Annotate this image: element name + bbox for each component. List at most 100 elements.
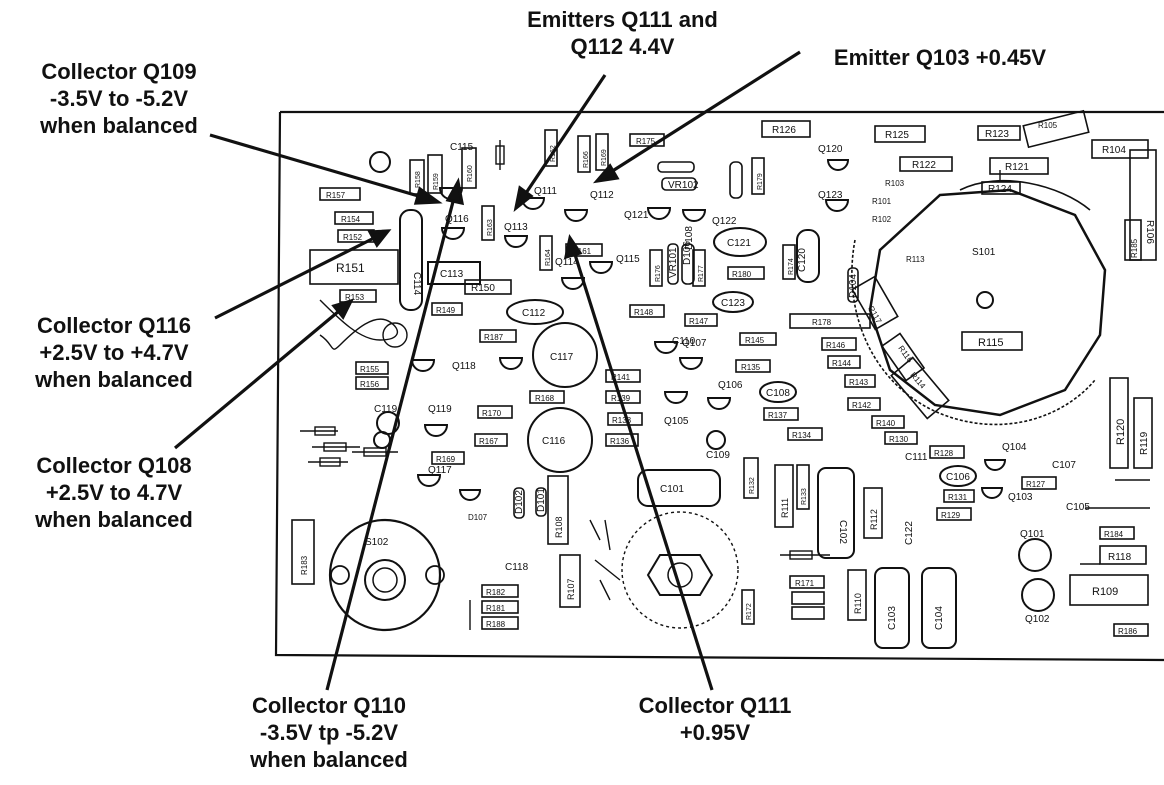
annotation-collector-q111: Collector Q111 +0.95V — [605, 692, 825, 746]
arrow-q103 — [602, 50, 801, 179]
r123-label: R123 — [985, 129, 1009, 140]
q109-line-2: -3.5V to -5.2V — [49, 86, 189, 111]
q109-line-1: Collector Q109 — [41, 59, 197, 84]
r175-label: R175 — [636, 137, 656, 146]
r177-label: R177 — [698, 265, 705, 282]
pot-area — [621, 511, 739, 629]
q108-line-2: +2.5V to 4.7V — [45, 480, 183, 505]
board-outline — [274, 110, 1164, 662]
c121-label: C121 — [727, 238, 751, 249]
annotation-emitter-q103: Emitter Q103 +0.45V — [800, 44, 1080, 71]
r178-label: R178 — [812, 318, 832, 327]
r147-label: R147 — [689, 317, 709, 326]
c110-label: C110 — [672, 336, 696, 347]
q116-line-3: when balanced — [35, 367, 193, 392]
q111-line-1: Collector Q111 — [638, 693, 792, 718]
r157-label: R157 — [326, 191, 346, 200]
c108-label: C108 — [766, 388, 790, 399]
r131-label: R131 — [948, 493, 968, 502]
r159-label: R159 — [433, 173, 440, 190]
r107-label: R107 — [566, 578, 576, 600]
r140-label: R140 — [876, 419, 896, 428]
r113-label: R113 — [906, 255, 925, 264]
arrow-q111 — [570, 244, 714, 691]
c104-label: C104 — [934, 606, 945, 630]
r172-label: R172 — [746, 603, 753, 620]
c113-label: C113 — [440, 269, 464, 280]
r188-label: R188 — [486, 620, 506, 629]
r149-label: R149 — [436, 306, 456, 315]
r105-label: R105 — [1038, 121, 1058, 130]
r176-label: R176 — [655, 265, 662, 282]
r166-label: R166 — [583, 151, 590, 168]
arrow-q111-q112 — [518, 74, 607, 203]
annotation-emitters-q111-q112: Emitters Q111 and Q112 4.4V — [500, 6, 745, 60]
r126-label: R126 — [772, 125, 796, 136]
diodes — [513, 161, 859, 519]
q106-label: Q106 — [718, 380, 743, 391]
q102-label: Q102 — [1025, 614, 1050, 625]
r150-label: R150 — [471, 283, 495, 294]
c118-label: C118 — [505, 562, 529, 573]
r136-label: R136 — [610, 437, 630, 446]
r169b-label: R169 — [436, 455, 456, 464]
r143-label: R143 — [849, 378, 869, 387]
r161-label: R161 — [572, 247, 592, 256]
r182-label: R182 — [486, 588, 506, 597]
c123-label: C123 — [721, 298, 745, 309]
r108-label: R108 — [554, 516, 564, 538]
q112-label: Q112 — [590, 190, 614, 201]
d102-label: D102 — [514, 490, 525, 514]
c114-label: C114 — [411, 272, 422, 296]
q111-label: Q111 — [534, 186, 557, 197]
q111-line-2: +0.95V — [679, 720, 751, 745]
r137-label: R137 — [768, 411, 788, 420]
c105-label: C105 — [1066, 502, 1090, 513]
r146-label: R146 — [826, 341, 846, 350]
r160-label: R160 — [467, 165, 474, 182]
q117-label: Q117 — [428, 465, 452, 476]
q111-q112-line-2: Q112 4.4V — [570, 34, 675, 59]
r102-label: R102 — [872, 215, 892, 224]
c122-label: C122 — [904, 521, 915, 545]
q116-label: Q116 — [445, 214, 469, 225]
q118-label: Q118 — [452, 361, 476, 372]
r180-label: R180 — [732, 270, 752, 279]
r167-label: R167 — [479, 437, 499, 446]
d108-label: D108 — [684, 226, 695, 250]
q110-line-1: Collector Q110 — [251, 693, 407, 718]
annotation-collector-q116: Collector Q116 +2.5V to +4.7V when balan… — [0, 312, 228, 393]
r152-label: R152 — [343, 233, 363, 242]
q115-label: Q115 — [616, 254, 640, 265]
r121-label: R121 — [1005, 162, 1029, 173]
r109-label: R109 — [1092, 586, 1118, 598]
s101-label: S101 — [972, 247, 996, 258]
q103-line-1: Emitter Q103 +0.45V — [833, 45, 1047, 70]
q101-label: Q101 — [1020, 529, 1045, 540]
r106-label: R106 — [1144, 220, 1155, 244]
wire-links — [300, 140, 1150, 630]
r153-label: R153 — [345, 293, 365, 302]
r186-label: R186 — [1118, 627, 1138, 636]
r115-label: R115 — [978, 337, 1003, 349]
q114-label: Q114 — [555, 257, 579, 268]
r179-label: R179 — [757, 173, 764, 190]
r145-label: R145 — [745, 336, 765, 345]
r184-label: R184 — [1104, 530, 1124, 539]
q116-line-2: +2.5V to +4.7V — [39, 340, 189, 365]
r135-label: R135 — [741, 363, 761, 372]
r133-label: R133 — [801, 488, 808, 505]
d101-label: D101 — [536, 488, 547, 512]
r163-label: R163 — [487, 219, 494, 236]
r156-label: R156 — [360, 380, 380, 389]
annotation-collector-q109: Collector Q109 -3.5V to -5.2V when balan… — [0, 58, 238, 139]
r183-label: R183 — [300, 555, 309, 575]
q120-label: Q120 — [818, 144, 843, 155]
r124-label: R124 — [988, 184, 1012, 195]
c116-label: C116 — [542, 436, 566, 447]
c117-label: C117 — [550, 352, 574, 363]
q104-label: Q104 — [1002, 442, 1027, 453]
q123-label: Q123 — [818, 190, 843, 201]
r181-label: R181 — [486, 604, 506, 613]
